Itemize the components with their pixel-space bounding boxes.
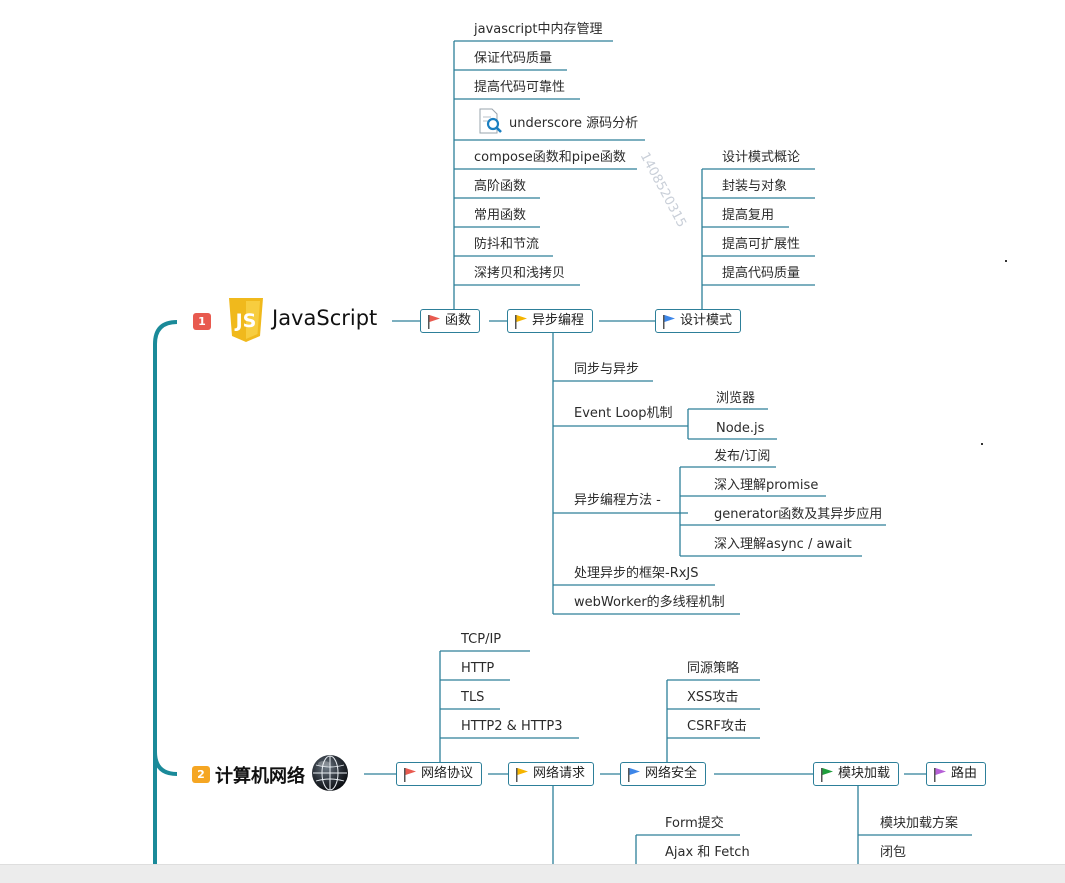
node-label: 模块加载 [838, 766, 891, 781]
request-item[interactable]: Form提交 [665, 816, 724, 831]
section-title-javascript: JavaScript [272, 306, 378, 330]
node-label: 设计模式 [680, 313, 733, 328]
async-item[interactable]: 异步编程方法 - [574, 493, 661, 508]
async-item[interactable]: webWorker的多线程机制 [574, 595, 725, 610]
green-flag-icon [821, 768, 833, 782]
blue-flag-icon [628, 768, 640, 782]
blue-flag-icon [663, 315, 675, 329]
function-item[interactable]: compose函数和pipe函数 [474, 150, 626, 165]
node-functions[interactable]: 函数 [420, 309, 481, 333]
svg-text:JS: JS [234, 310, 257, 332]
section-number-badge: 1 [193, 313, 211, 330]
javascript-logo-icon: JS [229, 298, 263, 342]
node-network-security[interactable]: 网络安全 [620, 762, 707, 786]
yellow-flag-icon [516, 768, 528, 782]
node-router[interactable]: 路由 [926, 762, 987, 786]
module-item[interactable]: 闭包 [880, 845, 907, 860]
protocol-item[interactable]: HTTP [461, 661, 495, 676]
stray-dot [981, 443, 983, 445]
node-async-programming[interactable]: 异步编程 [507, 309, 594, 333]
design-item[interactable]: 设计模式概论 [722, 150, 801, 165]
async-item[interactable]: 同步与异步 [574, 362, 640, 377]
section-number: 2 [197, 768, 205, 781]
protocol-item[interactable]: HTTP2 & HTTP3 [461, 719, 563, 734]
function-item[interactable]: javascript中内存管理 [474, 22, 603, 37]
async-item[interactable]: Event Loop机制 [574, 406, 673, 421]
async-item[interactable]: 处理异步的框架-RxJS [574, 566, 699, 581]
purple-flag-icon [934, 768, 946, 782]
protocol-item[interactable]: TCP/IP [461, 632, 502, 647]
node-label: 异步编程 [532, 313, 585, 328]
node-label: 函数 [445, 313, 472, 328]
node-label: 网络协议 [421, 766, 474, 781]
stray-dot [1005, 260, 1007, 262]
node-network-request[interactable]: 网络请求 [508, 762, 595, 786]
async-method-item[interactable]: 深入理解promise [714, 478, 819, 493]
bottom-scrollbar-track[interactable] [0, 864, 1065, 883]
section-number: 1 [198, 315, 206, 328]
function-item[interactable]: 防抖和节流 [474, 237, 540, 252]
security-item[interactable]: 同源策略 [687, 661, 740, 676]
design-item[interactable]: 封装与对象 [722, 179, 788, 194]
request-item[interactable]: Ajax 和 Fetch [665, 845, 750, 860]
node-module-loading[interactable]: 模块加载 [813, 762, 900, 786]
async-method-item[interactable]: 发布/订阅 [714, 449, 771, 464]
security-item[interactable]: XSS攻击 [687, 690, 739, 705]
async-method-item[interactable]: generator函数及其异步应用 [714, 507, 883, 522]
function-item[interactable]: 保证代码质量 [474, 51, 553, 66]
red-flag-icon [404, 768, 416, 782]
node-network-protocol[interactable]: 网络协议 [396, 762, 483, 786]
event-loop-item[interactable]: Node.js [716, 421, 765, 436]
globe-icon [312, 755, 348, 791]
node-label: 路由 [951, 766, 978, 781]
yellow-flag-icon [515, 315, 527, 329]
red-flag-icon [428, 315, 440, 329]
function-item[interactable]: 深拷贝和浅拷贝 [474, 266, 566, 281]
node-label: 网络安全 [645, 766, 698, 781]
function-item[interactable]: 提高代码可靠性 [474, 80, 566, 95]
section-number-badge: 2 [192, 766, 210, 783]
function-item[interactable]: 高阶函数 [474, 179, 527, 194]
function-item[interactable]: underscore 源码分析 [509, 116, 639, 131]
module-item[interactable]: 模块加载方案 [880, 816, 959, 831]
security-item[interactable]: CSRF攻击 [687, 719, 747, 734]
design-item[interactable]: 提高复用 [722, 208, 775, 223]
node-design-patterns[interactable]: 设计模式 [655, 309, 742, 333]
design-item[interactable]: 提高可扩展性 [722, 237, 801, 252]
event-loop-item[interactable]: 浏览器 [716, 391, 756, 406]
protocol-item[interactable]: TLS [461, 690, 485, 705]
async-method-item[interactable]: 深入理解async / await [714, 537, 852, 552]
node-label: 网络请求 [533, 766, 586, 781]
design-item[interactable]: 提高代码质量 [722, 266, 801, 281]
function-item[interactable]: 常用函数 [474, 208, 527, 223]
document-search-icon [479, 108, 502, 134]
section-title-network: 计算机网络 [215, 766, 305, 787]
